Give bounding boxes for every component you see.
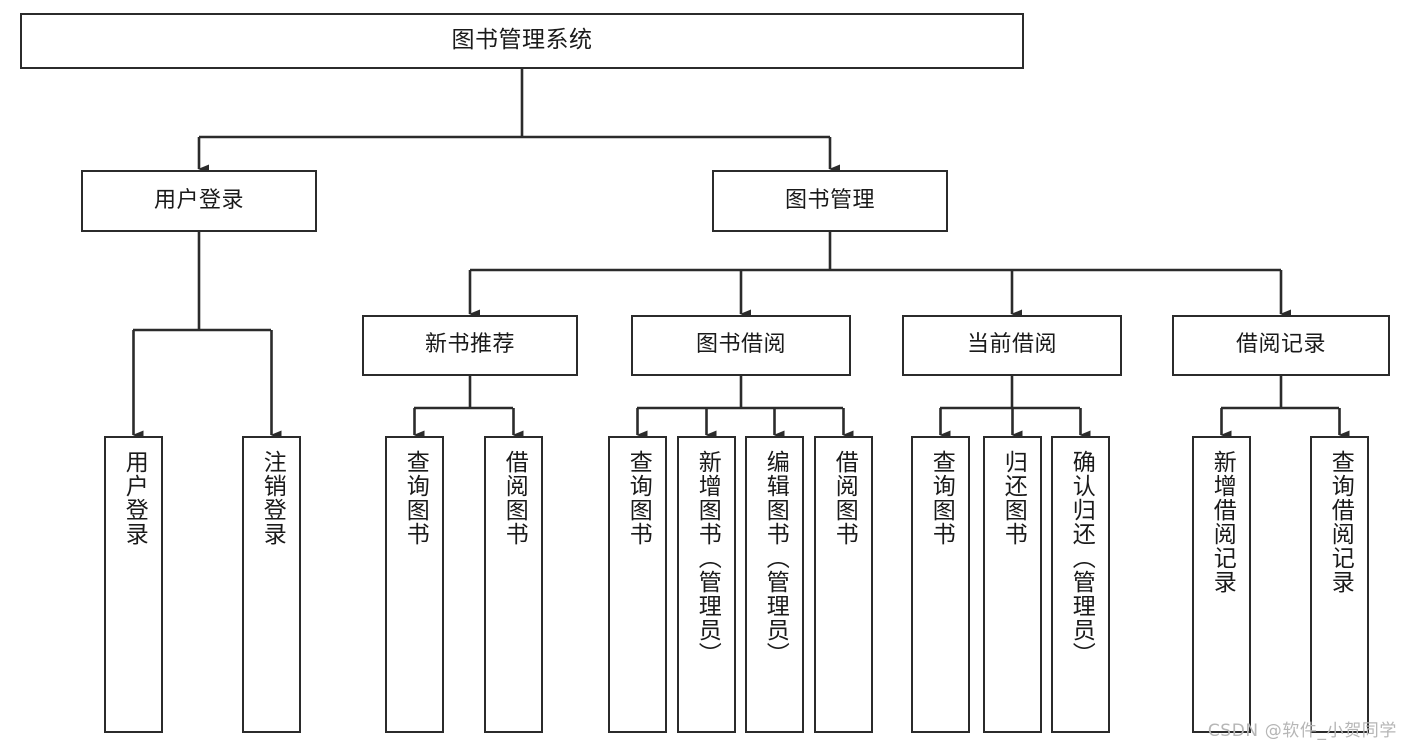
node-user-login[interactable]: 用户登录 [81, 170, 317, 232]
node-label: 注销登录 [259, 450, 286, 546]
node-label: 图书管理系统 [451, 27, 593, 54]
node-root-book-management-system[interactable]: 图书管理系统 [20, 13, 1024, 69]
node-leaf-confirm-return-admin[interactable]: 确认归还（管理员） [1051, 436, 1110, 733]
node-label: 查询图书 [402, 450, 429, 546]
node-leaf-query-book-3[interactable]: 查询图书 [911, 436, 970, 733]
node-label: 查询图书 [625, 450, 652, 546]
node-label: 新增借阅记录 [1209, 450, 1236, 594]
node-leaf-return-book[interactable]: 归还图书 [983, 436, 1042, 733]
node-label: 用户登录 [153, 187, 244, 213]
node-label: 借阅图书 [831, 450, 858, 546]
node-leaf-query-book-2[interactable]: 查询图书 [608, 436, 667, 733]
node-label: 新增图书（管理员） [694, 450, 721, 666]
csdn-watermark: CSDN @软件_小贺同学 [1207, 721, 1397, 741]
node-leaf-query-borrow-record[interactable]: 查询借阅记录 [1310, 436, 1369, 733]
node-leaf-add-borrow-record[interactable]: 新增借阅记录 [1192, 436, 1251, 733]
node-borrowing-record[interactable]: 借阅记录 [1172, 315, 1390, 376]
node-label: 归还图书 [1000, 450, 1027, 546]
node-leaf-user-login[interactable]: 用户登录 [104, 436, 163, 733]
node-leaf-edit-book-admin[interactable]: 编辑图书（管理员） [745, 436, 804, 733]
node-leaf-query-book-1[interactable]: 查询图书 [385, 436, 444, 733]
node-leaf-add-book-admin[interactable]: 新增图书（管理员） [677, 436, 736, 733]
node-label: 编辑图书（管理员） [762, 450, 789, 666]
node-label: 借阅图书 [501, 450, 528, 546]
edge-group [132, 69, 1350, 440]
node-leaf-borrow-book-2[interactable]: 借阅图书 [814, 436, 873, 733]
node-label: 用户登录 [121, 450, 148, 546]
node-label: 图书借阅 [695, 332, 786, 358]
node-leaf-borrow-book-1[interactable]: 借阅图书 [484, 436, 543, 733]
node-label: 新书推荐 [424, 332, 515, 358]
node-label: 查询借阅记录 [1327, 450, 1354, 594]
node-leaf-logout[interactable]: 注销登录 [242, 436, 301, 733]
node-book-borrowing[interactable]: 图书借阅 [631, 315, 851, 376]
node-book-management[interactable]: 图书管理 [712, 170, 948, 232]
node-new-book-recommendation[interactable]: 新书推荐 [362, 315, 578, 376]
node-label: 当前借阅 [966, 332, 1057, 358]
node-current-borrowing[interactable]: 当前借阅 [902, 315, 1122, 376]
node-label: 借阅记录 [1235, 332, 1326, 358]
node-label: 查询图书 [928, 450, 955, 546]
node-label: 图书管理 [784, 187, 875, 213]
node-label: 确认归还（管理员） [1068, 450, 1095, 666]
